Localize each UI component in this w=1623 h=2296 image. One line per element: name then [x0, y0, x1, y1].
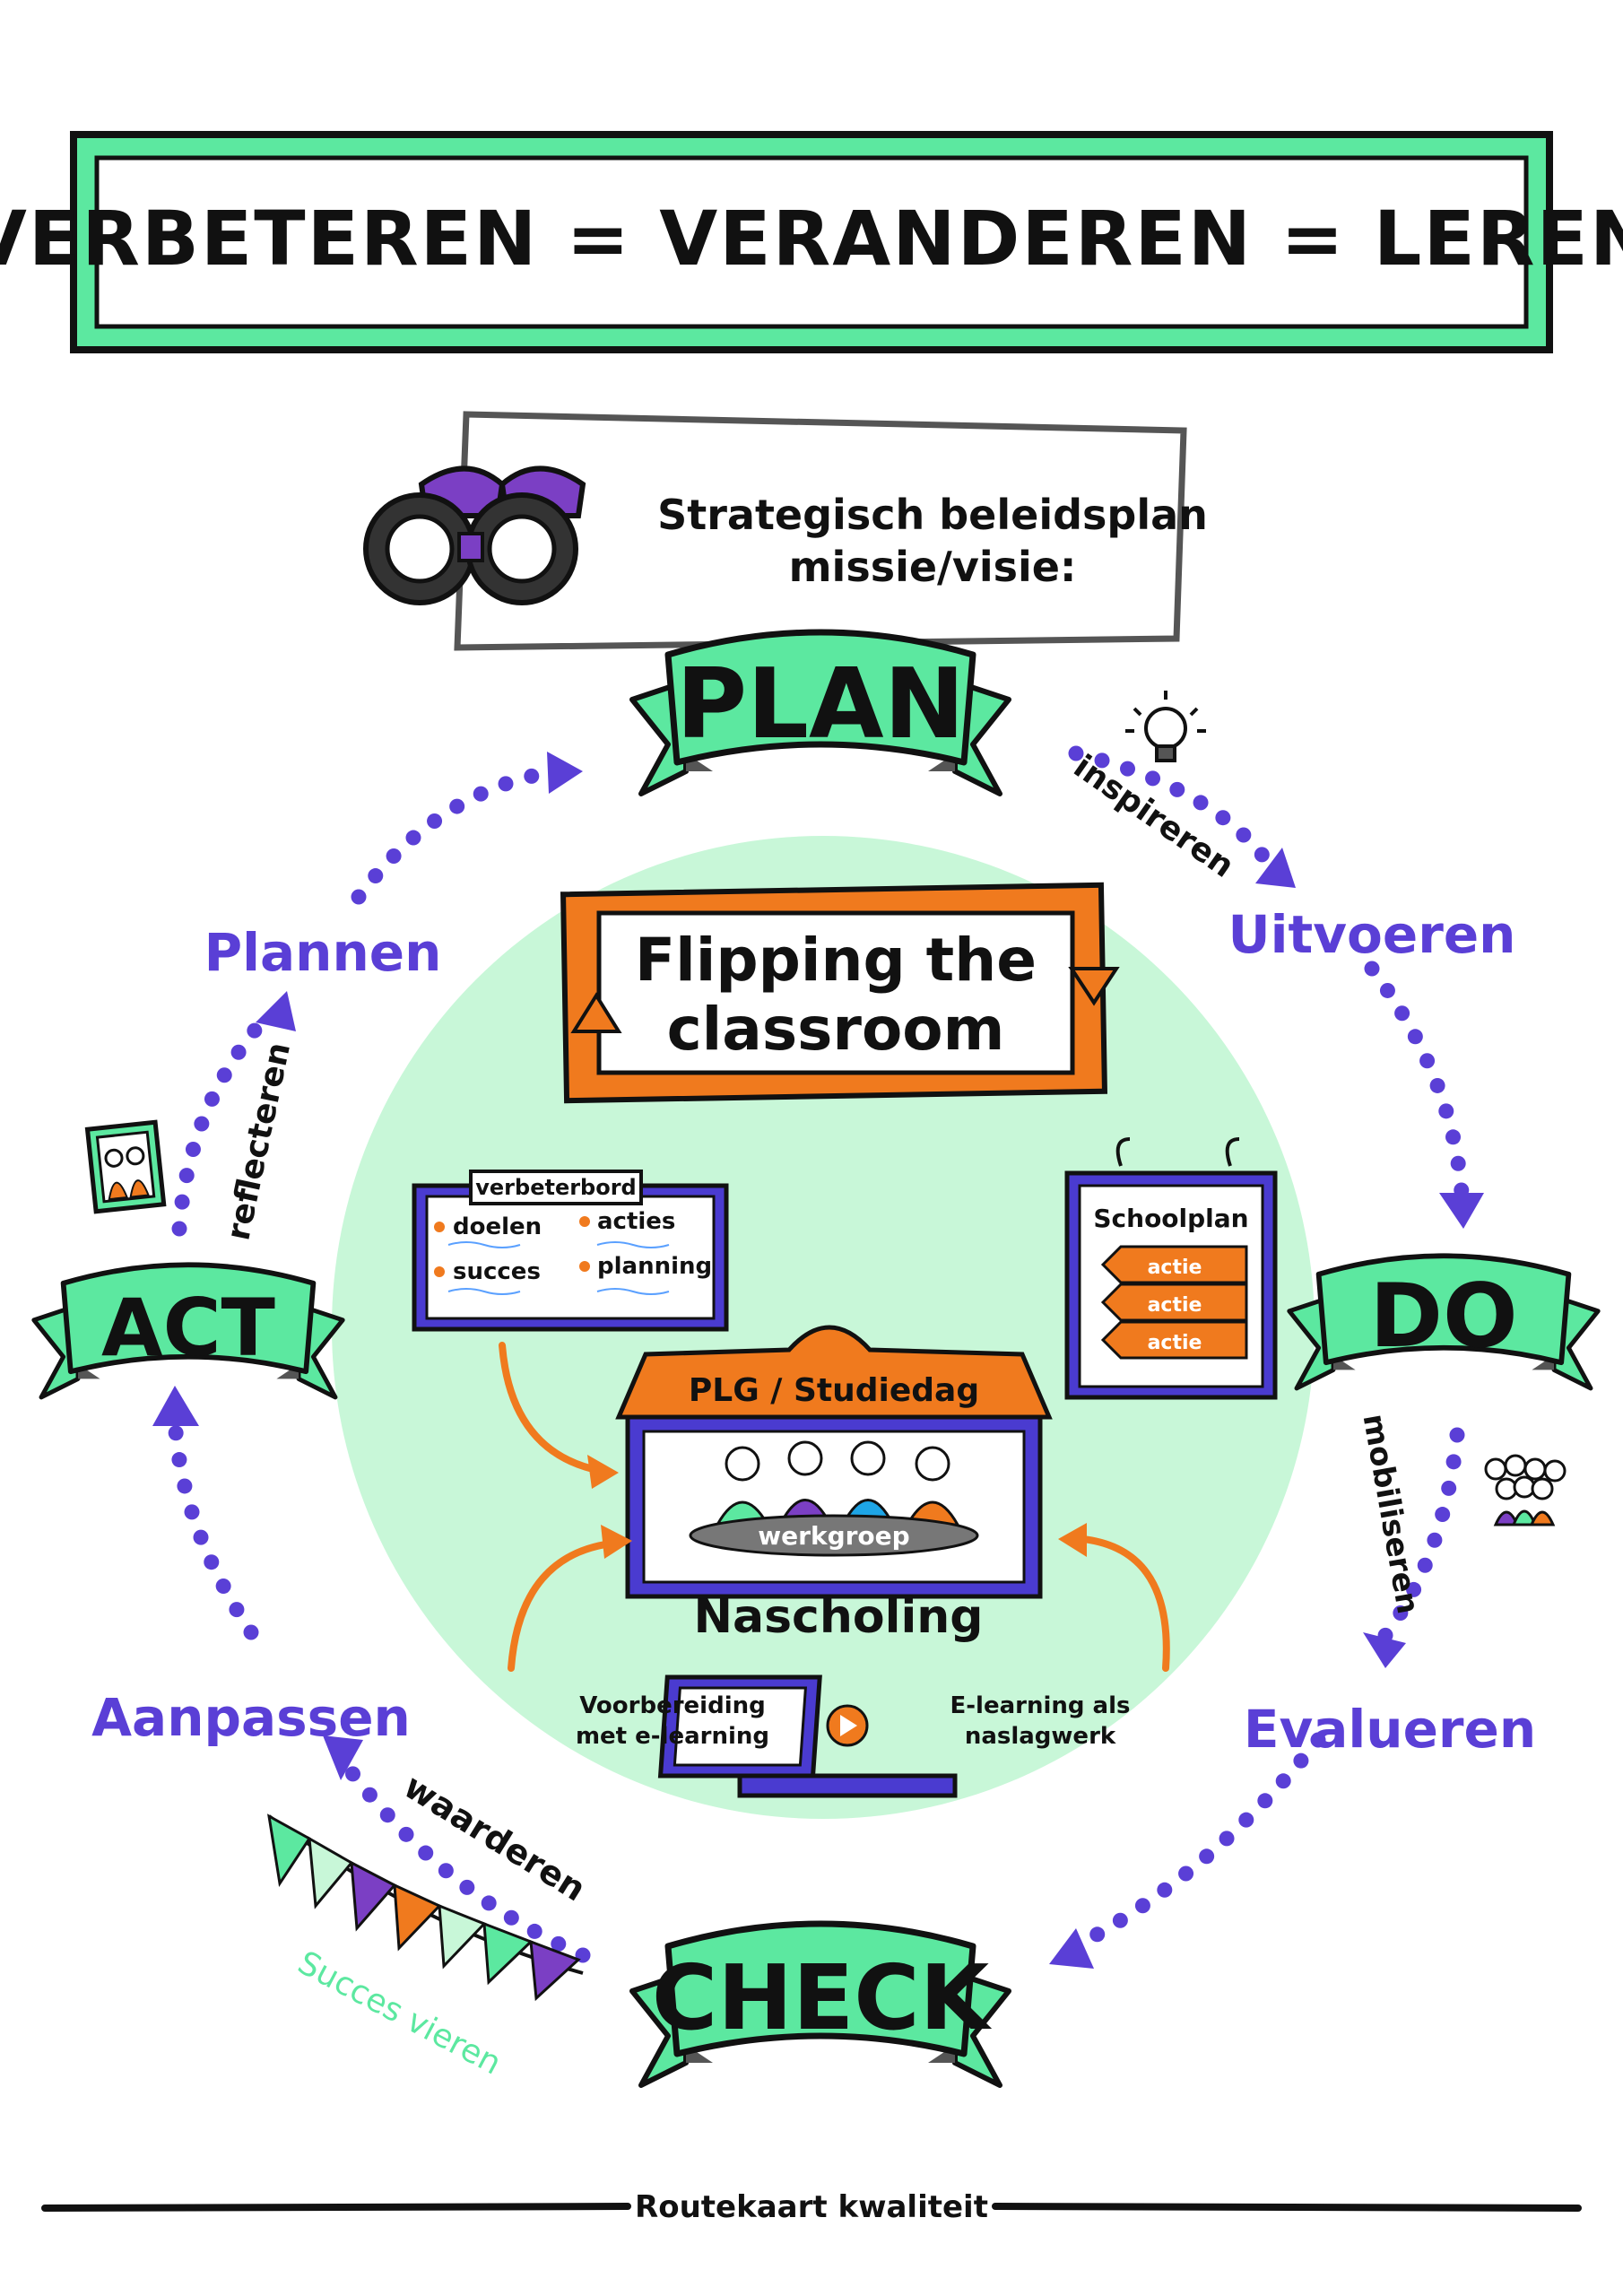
plg-table-label: werkgroep: [758, 1521, 909, 1551]
arrowhead-icon: [323, 1735, 363, 1780]
right-note-line1: E-learning als: [950, 1692, 1131, 1719]
stage-act-ribbon: ACT: [34, 1265, 343, 1397]
left-note-line2: met e-learning: [576, 1723, 769, 1750]
arc-check-aanpassen: [333, 1750, 591, 1963]
stage-do-label: DO: [1369, 1265, 1517, 1368]
stage-act-label: ACT: [101, 1282, 275, 1374]
arc-evalueren-check: [1068, 1732, 1326, 1954]
arrowhead-icon: [1058, 1523, 1087, 1557]
arrowhead-icon: [256, 991, 296, 1031]
arc-act-plannen: [171, 1005, 277, 1237]
arrowhead-icon: [1363, 1632, 1406, 1668]
binoculars-icon: [363, 465, 586, 605]
schoolplan-action: actie: [1148, 1332, 1202, 1354]
verbeterbord-item: succes: [453, 1258, 541, 1285]
mission-box: Strategisch beleidsplan missie/visie:: [454, 411, 1208, 651]
succes-vieren-label: Succes vieren: [291, 1944, 507, 2083]
title-banner: VERBETEREN = VERANDEREN = LEREN: [0, 131, 1623, 353]
verbeterbord-board: verbeterbord doelen acties succes planni…: [412, 1170, 729, 1332]
verbeterbord-header: verbeterbord: [475, 1175, 636, 1200]
nascholing-label: Nascholing: [693, 1590, 983, 1644]
workgroup-people-icon: [715, 1440, 960, 1526]
laptop-icon: [657, 1674, 958, 1798]
stage-plan-label: PLAN: [676, 648, 965, 761]
arc-plan-do: [1068, 745, 1281, 878]
stage-check-label: CHECK: [652, 1945, 993, 2050]
mission-line2: missie/visie:: [789, 543, 1077, 591]
lightbulb-icon: [1125, 691, 1206, 762]
arc-plannen-plan: [351, 763, 564, 905]
mission-line1: Strategisch beleidsplan: [657, 491, 1208, 539]
arc-aanpassen-act: [167, 1409, 259, 1640]
arrow-up-icon: [570, 992, 622, 1033]
cycle-label-aanpassen: Aanpassen: [91, 1687, 411, 1748]
left-note-line1: Voorbereiding: [579, 1692, 766, 1719]
arrowhead-icon: [587, 1455, 619, 1489]
cycle-label-evalueren: Evalueren: [1244, 1699, 1536, 1760]
arrowhead-icon: [601, 1525, 632, 1559]
table-shape: [689, 1514, 979, 1557]
verb-inspireren: inspireren: [1067, 748, 1240, 885]
verbeterbord-item: planning: [597, 1253, 712, 1280]
verbeterbord-item: doelen: [453, 1213, 542, 1240]
arrow-down-icon: [1068, 967, 1120, 1006]
schoolplan-header: Schoolplan: [1093, 1204, 1248, 1233]
footer-label: Routekaart kwaliteit: [635, 2189, 988, 2225]
verbeterbord-item: acties: [597, 1208, 675, 1235]
arc-do-evalueren: [1373, 1427, 1465, 1649]
verb-mobiliseren: mobiliseren: [1356, 1412, 1427, 1617]
footer: Routekaart kwaliteit: [41, 2189, 1582, 2225]
schoolplan-action: actie: [1148, 1257, 1202, 1279]
arrowhead-icon: [1439, 1193, 1484, 1229]
flipping-classroom-box: Flipping the classroom: [560, 882, 1120, 1104]
schoolplan-action: actie: [1148, 1294, 1202, 1317]
orange-arrows: [499, 1342, 1170, 1672]
stage-plan-ribbon: PLAN: [632, 632, 1009, 794]
picture-frame-icon: [84, 1119, 167, 1214]
schoolplan-board: Schoolplan actie actie actie: [1064, 1137, 1278, 1400]
cycle-label-plannen: Plannen: [204, 922, 442, 983]
arc-uitvoeren-do: [1364, 961, 1470, 1201]
center-title-line2: classroom: [667, 995, 1005, 1064]
bunting-flags-icon: [267, 1813, 584, 2002]
plg-header: PLG / Studiedag: [689, 1372, 979, 1409]
arrowhead-icon: [152, 1386, 199, 1426]
people-group-icon: [1484, 1454, 1567, 1526]
verb-waarderen: waarderen: [397, 1766, 593, 1909]
arrowhead-icon: [1049, 1928, 1094, 1969]
verb-reflecteren: reflecteren: [220, 1039, 298, 1244]
stage-do-ribbon: DO: [1289, 1256, 1598, 1388]
page-title: VERBETEREN = VERANDEREN = LEREN: [0, 195, 1623, 283]
arrowhead-icon: [547, 752, 583, 794]
arrowhead-icon: [1255, 848, 1296, 888]
cycle-label-uitvoeren: Uitvoeren: [1228, 904, 1516, 965]
stage-check-ribbon: CHECK: [632, 1924, 1009, 2085]
center-title-line1: Flipping the: [635, 926, 1037, 995]
cycle-arrowheads: [152, 752, 1484, 1969]
cycle-arrows: [167, 745, 1470, 1963]
right-note-line2: naslagwerk: [965, 1723, 1116, 1750]
plg-studiedag-building: PLG / Studiedag werkgroep: [615, 1325, 1053, 1599]
